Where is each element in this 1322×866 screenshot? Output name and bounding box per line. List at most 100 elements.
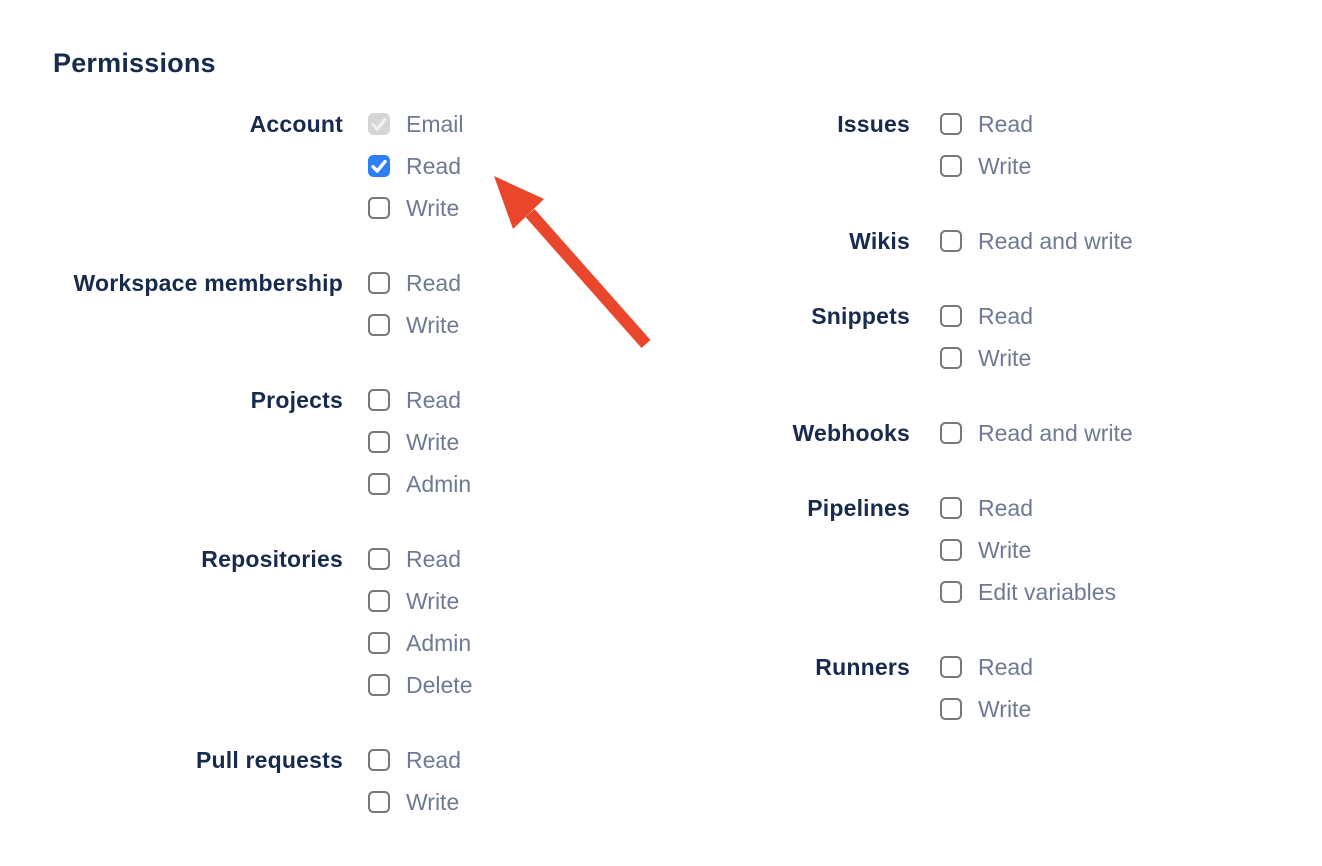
runners-read-checkbox[interactable]	[940, 656, 962, 678]
option-account-read[interactable]: Read	[368, 153, 464, 179]
option-label: Write	[406, 429, 460, 455]
option-label: Edit variables	[978, 579, 1117, 605]
option-pull-requests-read[interactable]: Read	[368, 747, 461, 773]
wikis-read-and-write-checkbox[interactable]	[940, 230, 962, 252]
option-issues-read[interactable]: Read	[940, 111, 1033, 137]
group-options-webhooks: Read and write	[940, 421, 1133, 464]
group-options-wikis: Read and write	[940, 228, 1133, 272]
account-read-checkbox[interactable]	[368, 155, 390, 177]
option-label: Read	[978, 654, 1033, 680]
projects-admin-checkbox[interactable]	[368, 473, 390, 495]
group-label-repositories: Repositories	[201, 546, 343, 572]
permissions-heading: Permissions	[53, 48, 216, 78]
option-workspace-membership-write[interactable]: Write	[368, 312, 461, 338]
option-label: Write	[406, 588, 460, 614]
group-label-account: Account	[249, 111, 343, 137]
option-account-write[interactable]: Write	[368, 196, 464, 220]
option-wikis-read-and-write[interactable]: Read and write	[940, 228, 1133, 254]
arrow-shaft	[525, 209, 651, 348]
group-label-wikis: Wikis	[849, 228, 910, 254]
permission-group-wikis: Wikis Read and write	[670, 228, 1133, 272]
option-label: Email	[406, 111, 464, 137]
option-label: Write	[978, 345, 1032, 371]
group-label-issues: Issues	[837, 111, 910, 137]
check-icon	[371, 159, 387, 173]
option-snippets-read[interactable]: Read	[940, 303, 1033, 329]
option-runners-write[interactable]: Write	[940, 696, 1033, 722]
option-pipelines-edit-variables[interactable]: Edit variables	[940, 579, 1117, 605]
option-label: Write	[406, 789, 460, 815]
option-runners-read[interactable]: Read	[940, 654, 1033, 680]
option-projects-admin[interactable]: Admin	[368, 471, 472, 497]
pipelines-read-checkbox[interactable]	[940, 497, 962, 519]
option-issues-write[interactable]: Write	[940, 153, 1033, 179]
option-projects-read[interactable]: Read	[368, 387, 471, 413]
workspace-membership-read-checkbox[interactable]	[368, 272, 390, 294]
option-label: Read	[978, 303, 1033, 329]
option-label: Write	[978, 153, 1032, 179]
runners-write-checkbox[interactable]	[940, 698, 962, 720]
account-write-checkbox[interactable]	[368, 197, 390, 219]
option-projects-write[interactable]: Write	[368, 429, 471, 455]
pull-requests-read-checkbox[interactable]	[368, 749, 390, 771]
option-account-email: Email	[368, 111, 464, 137]
snippets-read-checkbox[interactable]	[940, 305, 962, 327]
option-repositories-write[interactable]: Write	[368, 588, 472, 614]
arrow-head	[494, 176, 544, 229]
group-label-runners: Runners	[815, 654, 910, 680]
repositories-admin-checkbox[interactable]	[368, 632, 390, 654]
option-workspace-membership-read[interactable]: Read	[368, 271, 461, 295]
pull-requests-write-checkbox[interactable]	[368, 791, 390, 813]
option-snippets-write[interactable]: Write	[940, 345, 1033, 371]
repositories-write-checkbox[interactable]	[368, 590, 390, 612]
group-label-snippets: Snippets	[811, 303, 910, 329]
option-label: Admin	[406, 630, 472, 656]
option-label: Read	[978, 111, 1033, 137]
repositories-delete-checkbox[interactable]	[368, 674, 390, 696]
option-pipelines-write[interactable]: Write	[940, 538, 1116, 562]
option-repositories-read[interactable]: Read	[368, 547, 472, 571]
option-label: Read and write	[978, 228, 1133, 254]
option-label: Read	[406, 153, 461, 179]
option-label: Admin	[406, 471, 472, 497]
option-pipelines-read[interactable]: Read	[940, 496, 1116, 520]
group-label-pipelines: Pipelines	[807, 495, 910, 521]
check-icon	[371, 117, 387, 131]
option-label: Write	[978, 696, 1032, 722]
option-label: Write	[406, 312, 460, 338]
option-pull-requests-write[interactable]: Write	[368, 789, 461, 815]
account-email-checkbox	[368, 113, 390, 135]
repositories-read-checkbox[interactable]	[368, 548, 390, 570]
option-label: Read	[406, 747, 461, 773]
issues-write-checkbox[interactable]	[940, 155, 962, 177]
pipelines-write-checkbox[interactable]	[940, 539, 962, 561]
snippets-write-checkbox[interactable]	[940, 347, 962, 369]
option-repositories-admin[interactable]: Admin	[368, 630, 472, 656]
group-label-projects: Projects	[250, 387, 343, 413]
group-label-pull-requests: Pull requests	[195, 747, 343, 773]
option-webhooks-read-and-write[interactable]: Read and write	[940, 421, 1133, 445]
issues-read-checkbox[interactable]	[940, 113, 962, 135]
option-repositories-delete[interactable]: Delete	[368, 673, 472, 697]
workspace-membership-write-checkbox[interactable]	[368, 314, 390, 336]
projects-read-checkbox[interactable]	[368, 389, 390, 411]
option-label: Read	[406, 387, 461, 413]
pipelines-edit-variables-checkbox[interactable]	[940, 581, 962, 603]
webhooks-read-and-write-checkbox[interactable]	[940, 422, 962, 444]
projects-write-checkbox[interactable]	[368, 431, 390, 453]
